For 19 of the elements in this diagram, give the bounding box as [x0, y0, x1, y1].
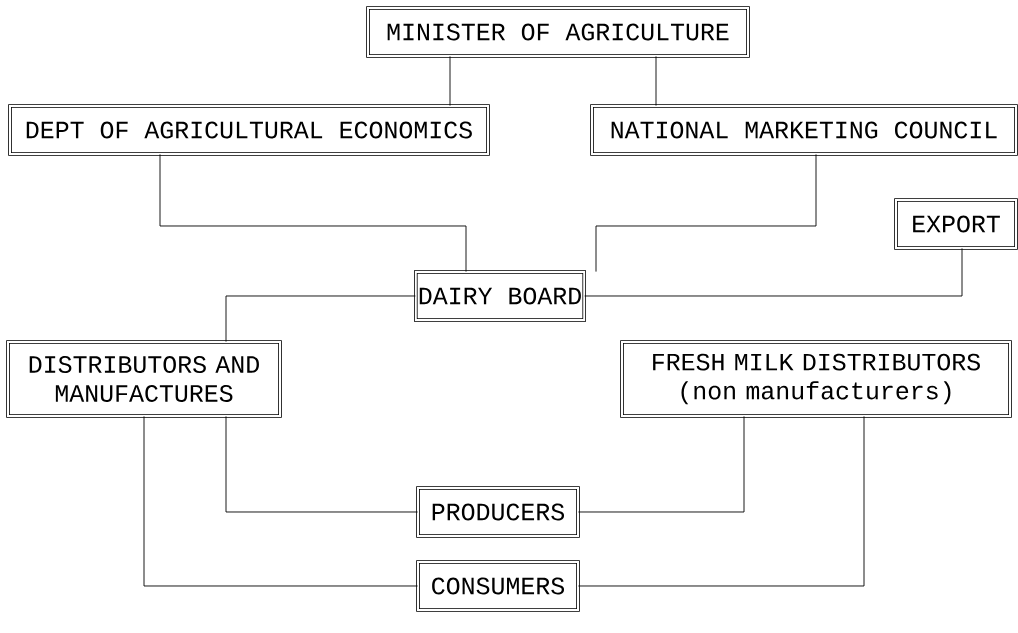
- connector-line: [225, 415, 419, 513]
- org-box: NATIONAL MARKETING COUNCIL: [590, 104, 1018, 156]
- connector-line: [225, 295, 416, 343]
- connector-line: [584, 247, 963, 297]
- connector-line: [577, 415, 865, 587]
- org-box: EXPORT: [894, 198, 1018, 250]
- org-box: DISTRIBUTORS AND MANUFACTURES: [6, 340, 282, 418]
- connector-line: [577, 415, 745, 513]
- org-box: MINISTER OF AGRICULTURE: [366, 6, 750, 58]
- connector-line: [143, 415, 419, 587]
- org-box: DEPT OF AGRICULTURAL ECONOMICS: [8, 104, 490, 156]
- connector-line: [595, 153, 817, 273]
- connector-line: [159, 153, 467, 273]
- org-box: PRODUCERS: [416, 486, 580, 538]
- connector-line: [449, 55, 451, 107]
- connector-line: [655, 55, 657, 107]
- org-box: DAIRY BOARD: [414, 270, 586, 322]
- org-box: CONSUMERS: [416, 560, 580, 612]
- org-box: FRESH MILK DISTRIBUTORS (non manufacturers): [620, 340, 1012, 418]
